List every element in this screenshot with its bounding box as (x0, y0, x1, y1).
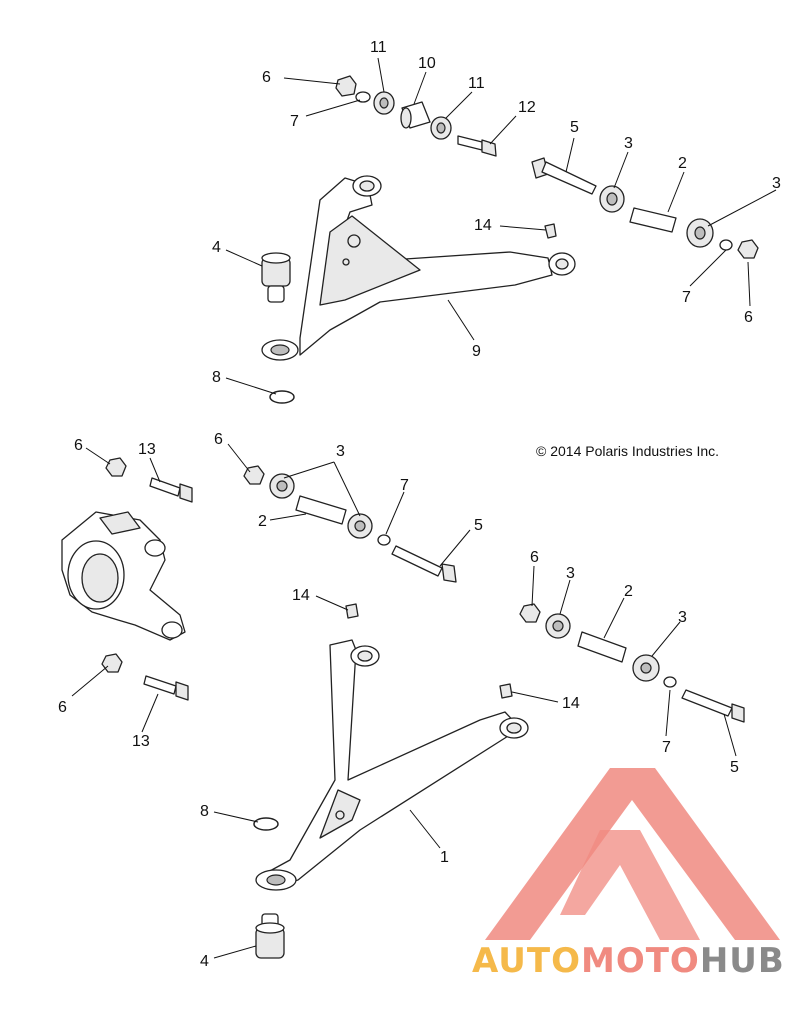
callout-6: 6 (74, 437, 83, 454)
watermark-text-auto: AUTO (472, 941, 581, 981)
callout-8: 8 (200, 803, 209, 820)
grease-fitting-b (499, 683, 513, 699)
callout-4: 4 (200, 953, 209, 970)
copyright-notice: © 2014 Polaris Industries Inc. (536, 443, 719, 459)
lower-front-pivot-hardware (243, 465, 457, 583)
leader-lines (71, 57, 777, 959)
callout-3: 3 (566, 565, 575, 582)
lower-ball-joint (255, 913, 285, 959)
watermark-inner-g (560, 830, 700, 940)
watermark-text-moto: MOTO (581, 941, 700, 981)
callout-6: 6 (262, 69, 271, 86)
upper-a-arm (261, 175, 576, 361)
upper-snap-ring (269, 390, 295, 404)
callout-1: 1 (440, 849, 449, 866)
callout-3: 3 (336, 443, 345, 460)
grease-fitting-a (345, 603, 359, 619)
upper-ball-joint (261, 252, 291, 303)
callout-5: 5 (570, 119, 579, 136)
callout-11: 11 (370, 39, 387, 56)
callout-6: 6 (530, 549, 539, 566)
callout-7: 7 (290, 113, 299, 130)
lower-snap-ring (253, 817, 279, 831)
callout-9: 9 (472, 343, 481, 360)
callout-6: 6 (58, 699, 67, 716)
callout-10: 10 (418, 55, 436, 72)
callout-12: 12 (518, 99, 536, 116)
callout-8: 8 (212, 369, 221, 386)
callout-3: 3 (678, 609, 687, 626)
callout-7: 7 (682, 289, 691, 306)
knuckle-hardware (101, 457, 193, 701)
callout-11: 11 (468, 75, 485, 92)
watermark-triangle (485, 768, 780, 940)
callout-2: 2 (258, 513, 267, 530)
callout-14: 14 (474, 217, 492, 234)
callout-5: 5 (730, 759, 739, 776)
callout-numbers: 6 7 11 10 11 12 5 3 2 3 14 4 7 6 9 8 6 1… (58, 39, 781, 970)
callout-3: 3 (772, 175, 781, 192)
callout-6: 6 (214, 431, 223, 448)
callout-4: 4 (212, 239, 221, 256)
upper-pivot-hardware (531, 157, 759, 259)
watermark-wordmark: AUTOMOTOHUB (472, 941, 785, 981)
callout-13: 13 (132, 733, 150, 750)
callout-2: 2 (678, 155, 687, 172)
watermark-logo (485, 768, 780, 940)
callout-13: 13 (138, 441, 156, 458)
callout-5: 5 (474, 517, 483, 534)
callout-14: 14 (292, 587, 310, 604)
callout-2: 2 (624, 583, 633, 600)
callout-7: 7 (662, 739, 671, 756)
callout-7: 7 (400, 477, 409, 494)
watermark-text-hub: HUB (700, 941, 785, 981)
steering-knuckle (61, 511, 186, 641)
lower-rear-pivot-hardware (519, 603, 745, 723)
lower-a-arm (255, 639, 529, 891)
callout-6: 6 (744, 309, 753, 326)
callout-14: 14 (562, 695, 580, 712)
callout-3: 3 (624, 135, 633, 152)
